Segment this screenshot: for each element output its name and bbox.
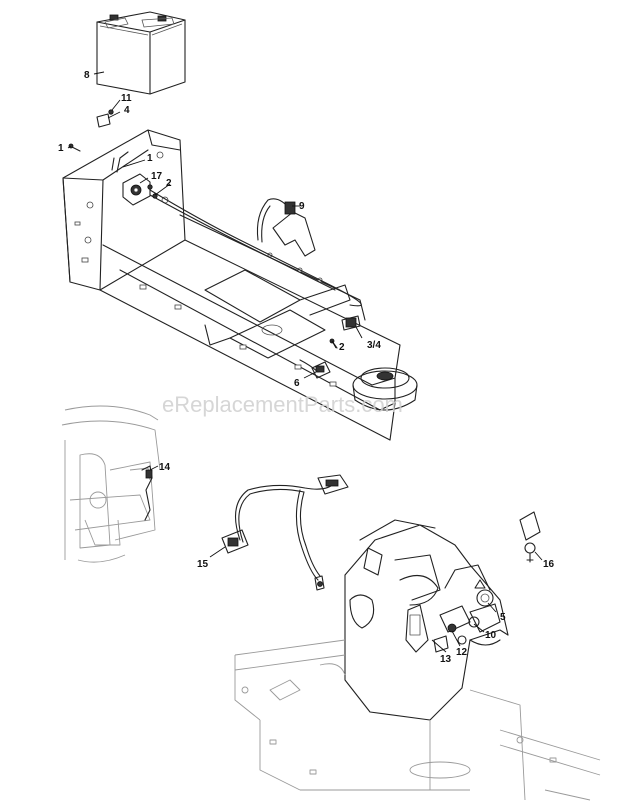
callout-key: 16 [543, 559, 555, 570]
harness-connector[interactable] [299, 359, 331, 379]
callout-ignition-plug: 15 [197, 559, 209, 570]
callout-nut-upper: 2 [166, 178, 172, 189]
ignition-switch[interactable] [457, 635, 467, 645]
battery-terminal-boot[interactable] [96, 113, 111, 128]
callout-ignition-switch: 13 [440, 654, 452, 665]
dash-console [344, 519, 509, 721]
starter-solenoid[interactable] [122, 173, 151, 206]
main-wire-harness[interactable] [149, 189, 362, 307]
callout-light-switch: 12 [456, 647, 468, 658]
battery-hold-down-bolt[interactable] [108, 109, 114, 115]
dash-wire-harness[interactable] [234, 474, 349, 591]
watermark: eReplacementParts.com [162, 392, 403, 417]
pto-switch[interactable] [433, 635, 449, 653]
hour-meter[interactable] [468, 616, 480, 628]
battery-cable[interactable] [111, 151, 129, 173]
reverse-safety-switch[interactable] [341, 315, 361, 331]
callout-hour-meter: 5 [500, 612, 506, 623]
screw-left[interactable] [68, 143, 81, 152]
engine-ground-wire[interactable] [141, 465, 153, 521]
callout-connector: 6 [294, 378, 300, 389]
callout-solenoid: 17 [151, 171, 163, 182]
ignition-harness-plug[interactable] [221, 529, 249, 554]
solenoid-nut[interactable] [147, 184, 153, 190]
battery[interactable] [96, 11, 186, 95]
pto-clutch[interactable] [352, 367, 418, 411]
callout-engine-wire: 14 [159, 462, 171, 473]
engine [61, 405, 161, 563]
callout-screw-solenoid: 1 [147, 153, 153, 164]
hex-nut[interactable] [152, 193, 158, 199]
lower-frame [234, 639, 601, 801]
ignition-key[interactable] [519, 511, 541, 563]
leader-lines [67, 71, 543, 653]
light-switch[interactable] [447, 623, 457, 633]
callout-screw-left: 1 [58, 143, 64, 154]
seat-switch-bracket[interactable] [256, 198, 316, 257]
callout-battery: 8 [84, 70, 90, 81]
callout-pto-switch: 10 [485, 630, 497, 641]
callout-nut-lower: 2 [339, 342, 345, 353]
callout-reverse-switch: 3/4 [367, 340, 381, 351]
callout-hold-down-bolt: 11 [121, 93, 132, 104]
callout-terminal-boot: 4 [124, 105, 130, 116]
frame-chassis [62, 129, 401, 441]
callout-seat-switch: 9 [299, 201, 305, 212]
